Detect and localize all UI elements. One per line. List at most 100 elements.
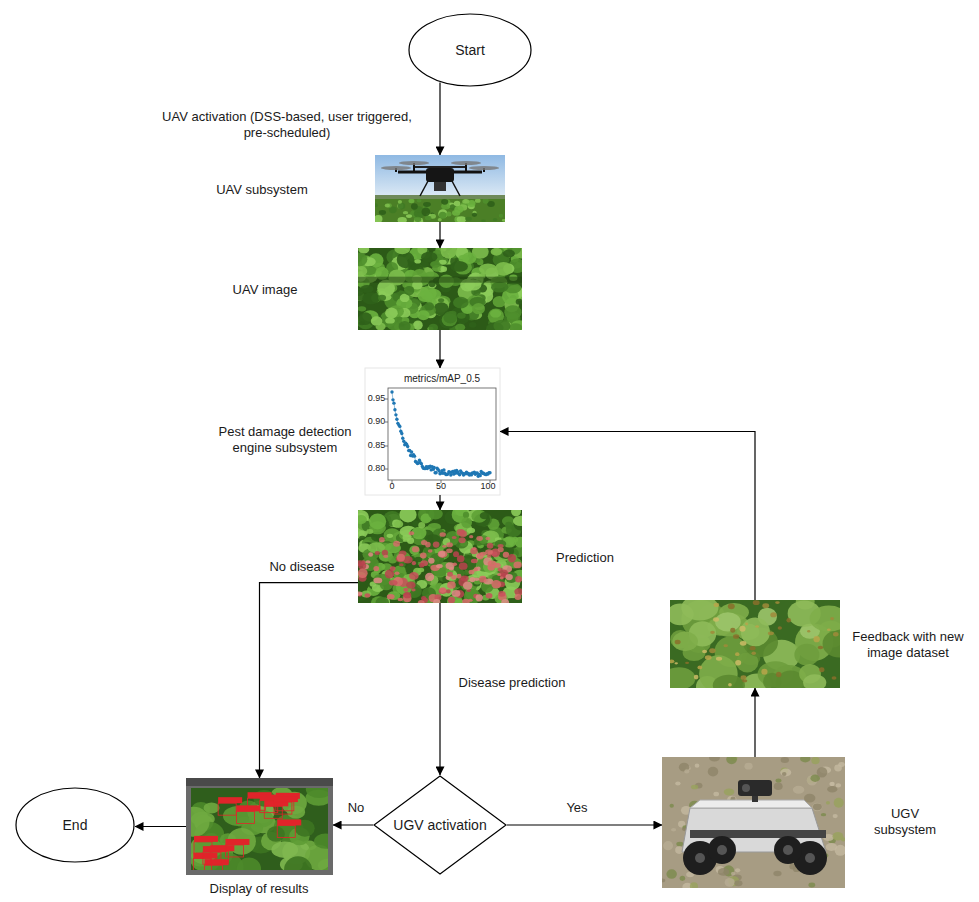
illustration-detail — [425, 573, 434, 581]
illustration-detail — [358, 248, 522, 330]
illustration-detail — [829, 782, 834, 786]
illustration-detail — [416, 462, 419, 465]
illustration-detail — [417, 310, 429, 320]
illustration-detail — [695, 764, 700, 768]
illustration-detail — [439, 212, 447, 219]
illustration-detail — [675, 640, 681, 645]
terminal-ellipse — [409, 14, 531, 86]
illustration-detail — [225, 845, 243, 857]
illustration-detail — [428, 558, 435, 564]
illustration-detail — [465, 217, 472, 221]
illustration-detail — [491, 248, 502, 256]
illustration-detail — [362, 292, 379, 304]
illustration-detail — [421, 540, 427, 545]
illustration-detail — [218, 797, 242, 803]
illustration-detail — [735, 868, 740, 872]
illustration-detail — [438, 550, 448, 558]
illustration-detail — [728, 683, 732, 686]
illustration-detail — [716, 657, 722, 661]
illustration-detail — [382, 550, 388, 556]
illustration-detail — [794, 644, 819, 666]
illustration-detail — [397, 554, 405, 562]
illustration-detail — [459, 563, 468, 570]
illustration-detail — [358, 515, 367, 524]
illustration-detail — [508, 554, 516, 562]
illustration-detail — [314, 834, 328, 849]
illustration-detail — [375, 155, 505, 200]
illustration-detail — [368, 552, 373, 557]
canopy-photo — [358, 248, 522, 330]
illustration-detail — [375, 551, 380, 555]
illustration-detail — [225, 839, 249, 845]
illustration-detail — [476, 536, 483, 541]
illustration-detail — [453, 297, 469, 309]
illustration-detail — [487, 564, 494, 570]
illustration-detail — [745, 623, 748, 626]
flow-arrow — [439, 330, 440, 368]
illustration-detail — [463, 570, 470, 575]
illustration-detail — [690, 800, 812, 808]
edge-label: Yes — [562, 800, 593, 816]
illustration-detail — [776, 778, 782, 782]
illustration-detail — [411, 589, 415, 592]
illustration-detail — [813, 803, 822, 810]
illustration-detail — [371, 316, 383, 325]
map-chart — [365, 368, 500, 495]
illustration-detail — [385, 203, 390, 207]
illustration-detail — [385, 569, 394, 578]
illustration-detail — [389, 580, 398, 586]
illustration-detail — [718, 868, 729, 876]
illustration-detail — [498, 547, 504, 552]
illustration-detail — [441, 199, 448, 205]
illustration-detail — [442, 545, 446, 548]
illustration-detail — [833, 632, 839, 636]
illustration-detail — [444, 311, 458, 323]
flow-arrow — [507, 824, 662, 825]
illustration-detail — [388, 388, 496, 480]
illustration-detail — [452, 536, 457, 539]
illustration-detail — [681, 600, 718, 620]
terminal-ellipse — [16, 788, 134, 862]
illustration-detail — [488, 471, 491, 474]
illustration-detail — [468, 599, 472, 602]
illustration-detail — [832, 676, 837, 680]
illustration-detail — [755, 625, 759, 628]
illustration-detail — [491, 282, 508, 293]
illustration-detail — [452, 590, 461, 597]
illustration-detail — [423, 202, 431, 207]
illustration-detail — [395, 571, 400, 575]
illustration-detail — [817, 767, 828, 778]
illustration-detail — [378, 295, 386, 301]
illustration-detail — [708, 767, 719, 777]
illustration-detail — [392, 392, 490, 476]
illustration-detail — [753, 600, 760, 605]
illustration-detail — [709, 757, 720, 762]
flow-arrow — [333, 824, 373, 825]
illustration-detail — [476, 594, 483, 601]
illustration-detail — [237, 857, 261, 870]
illustration-detail — [467, 528, 475, 534]
illustration-detail — [770, 612, 776, 617]
illustration-detail — [726, 757, 737, 764]
illustration-detail — [750, 646, 756, 650]
illustration-detail — [438, 298, 444, 302]
edge-label: UAV activation (DSS-based, user triggere… — [150, 109, 424, 141]
illustration-detail — [457, 555, 465, 562]
illustration-detail — [821, 813, 826, 816]
illustration-detail — [442, 468, 445, 471]
illustration-detail — [827, 628, 831, 631]
illustration-detail — [267, 826, 285, 842]
illustration-detail — [271, 841, 298, 858]
illustration-detail — [778, 626, 782, 629]
illustration-detail — [811, 757, 819, 764]
illustration-detail — [463, 512, 469, 518]
illustration-detail — [425, 216, 431, 221]
illustration-detail — [807, 630, 810, 632]
illustration-detail — [397, 598, 403, 601]
illustration-detail — [387, 534, 393, 538]
illustration-detail — [830, 617, 834, 620]
illustration-detail — [365, 560, 370, 563]
prediction-photo — [358, 510, 522, 603]
illustration-detail — [475, 198, 481, 202]
